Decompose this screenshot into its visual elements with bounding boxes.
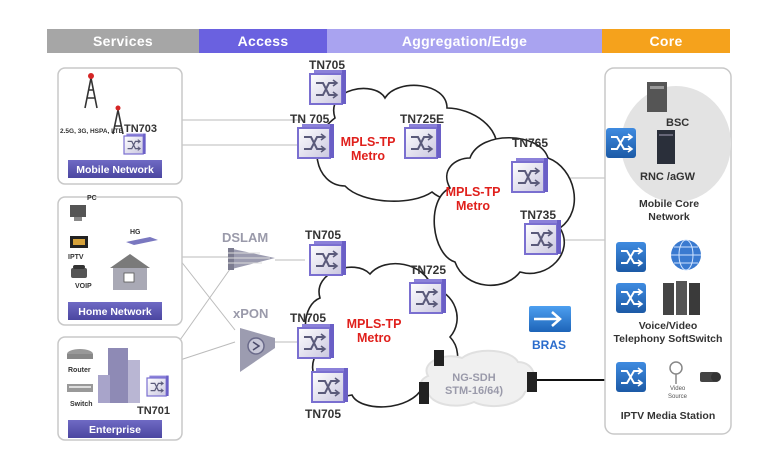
bsc-server-icon: [647, 82, 667, 112]
mobile-network-label: Mobile Network: [76, 164, 154, 176]
tn705-lower-label: TN705: [290, 311, 326, 325]
connection-lines: [179, 119, 605, 361]
softswitch-servers-icon: [663, 281, 700, 315]
iptv-station-label: IPTV Media Station: [621, 410, 716, 422]
bras-icon: [529, 306, 571, 332]
tn735-label: TN735: [520, 208, 556, 222]
metro-right-line1: MPLS-TP: [446, 185, 501, 199]
dslam-label: DSLAM: [222, 230, 268, 245]
switch-label: Switch: [70, 401, 93, 408]
voice-switch-icon: [615, 241, 647, 273]
switch-icon: [67, 384, 93, 392]
voip-label: VOIP: [75, 283, 92, 290]
mobile-tech-label: 2.5G, 3G, HSPA, LTE: [60, 128, 124, 135]
tn725e-label: TN725E: [400, 112, 444, 126]
tn703-label: TN703: [124, 123, 157, 135]
tn705-mid-label: TN705: [305, 228, 341, 242]
home-network-label: Home Network: [78, 306, 152, 318]
bsc-label: BSC: [666, 117, 689, 129]
home-gateway-icon: [126, 237, 158, 245]
tn725-label: TN725: [410, 263, 446, 277]
pc-label: PC: [87, 195, 97, 202]
pc-icon: [70, 205, 86, 221]
tn705-mid-node-icon: [309, 240, 347, 276]
mobile-network-panel: [57, 67, 183, 185]
mobile-node-icon: [123, 133, 147, 155]
tn705-lower-node-icon: [297, 323, 335, 359]
xpon-label: xPON: [233, 306, 268, 321]
tn705-bottom-label: TN705: [305, 407, 341, 421]
dslam-icon: [228, 248, 275, 270]
voice-label-line2: Telephony SoftSwitch: [614, 333, 723, 345]
tn701-label: TN701: [137, 405, 170, 417]
video-source-icon: [669, 361, 683, 384]
rnc-label: RNC /aGW: [640, 171, 696, 183]
router-label: Router: [68, 367, 91, 374]
iptv-switch-icon: [615, 361, 647, 393]
house-icon: [110, 254, 150, 290]
mobile-core-label-line2: Network: [648, 211, 690, 223]
band-services: Services: [47, 29, 199, 53]
tn705-second-label: TN 705: [290, 112, 330, 126]
hg-label: HG: [130, 229, 141, 236]
tn705-bottom-node-icon: [311, 367, 349, 403]
video-source-line2: Source: [668, 394, 688, 400]
cell-tower-icon: [84, 73, 124, 135]
office-building-icon: [98, 348, 140, 403]
tn735-node-icon: [524, 219, 562, 255]
enterprise-panel: [57, 336, 183, 441]
tn765-node-icon: [511, 157, 549, 193]
metro-lower-line1: MPLS-TP: [347, 317, 402, 331]
sdh-device-top-icon: [434, 350, 444, 366]
enterprise-node-icon: [146, 375, 170, 397]
tn705-top-label: TN705: [309, 58, 345, 72]
xpon-icon: [240, 328, 275, 372]
voice-label-line1: Voice/Video: [639, 320, 698, 332]
tn705-top-node-icon: [309, 69, 347, 105]
mobile-core-label-line1: Mobile Core: [639, 198, 699, 210]
mobile-core-switch-icon: [605, 127, 637, 159]
softswitch-node-icon: [615, 282, 647, 314]
rnc-server-icon: [657, 130, 675, 164]
metro-lower-line2: Metro: [357, 331, 391, 345]
globe-icon: [671, 239, 701, 271]
metro-right-line2: Metro: [456, 199, 490, 213]
iptv-icon: [70, 236, 88, 248]
router-icon: [67, 349, 93, 359]
band-access: Access: [199, 29, 327, 53]
video-camera-icon: [700, 372, 721, 382]
tn725-node-icon: [409, 278, 447, 314]
ngsdh-line1: NG-SDH: [452, 372, 495, 384]
metro-upper-line2: Metro: [351, 149, 385, 163]
tn725e-node-icon: [404, 123, 442, 159]
voip-phone-icon: [71, 265, 87, 278]
tn705-second-node-icon: [297, 123, 335, 159]
sdh-device-right-icon: [527, 372, 537, 392]
ngsdh-line2: STM-16/64): [445, 385, 503, 397]
enterprise-label: Enterprise: [89, 424, 141, 436]
home-network-panel: [57, 196, 183, 326]
video-source-line1: Video: [670, 386, 686, 392]
bras-label: BRAS: [532, 338, 566, 352]
metro-upper-line1: MPLS-TP: [341, 135, 396, 149]
core-panel: [604, 67, 732, 435]
band-core: Core: [602, 29, 730, 53]
tn765-label: TN765: [512, 136, 548, 150]
sdh-device-left-icon: [419, 382, 429, 404]
iptv-label: IPTV: [68, 254, 84, 261]
band-aggregation: Aggregation/Edge: [327, 29, 602, 53]
